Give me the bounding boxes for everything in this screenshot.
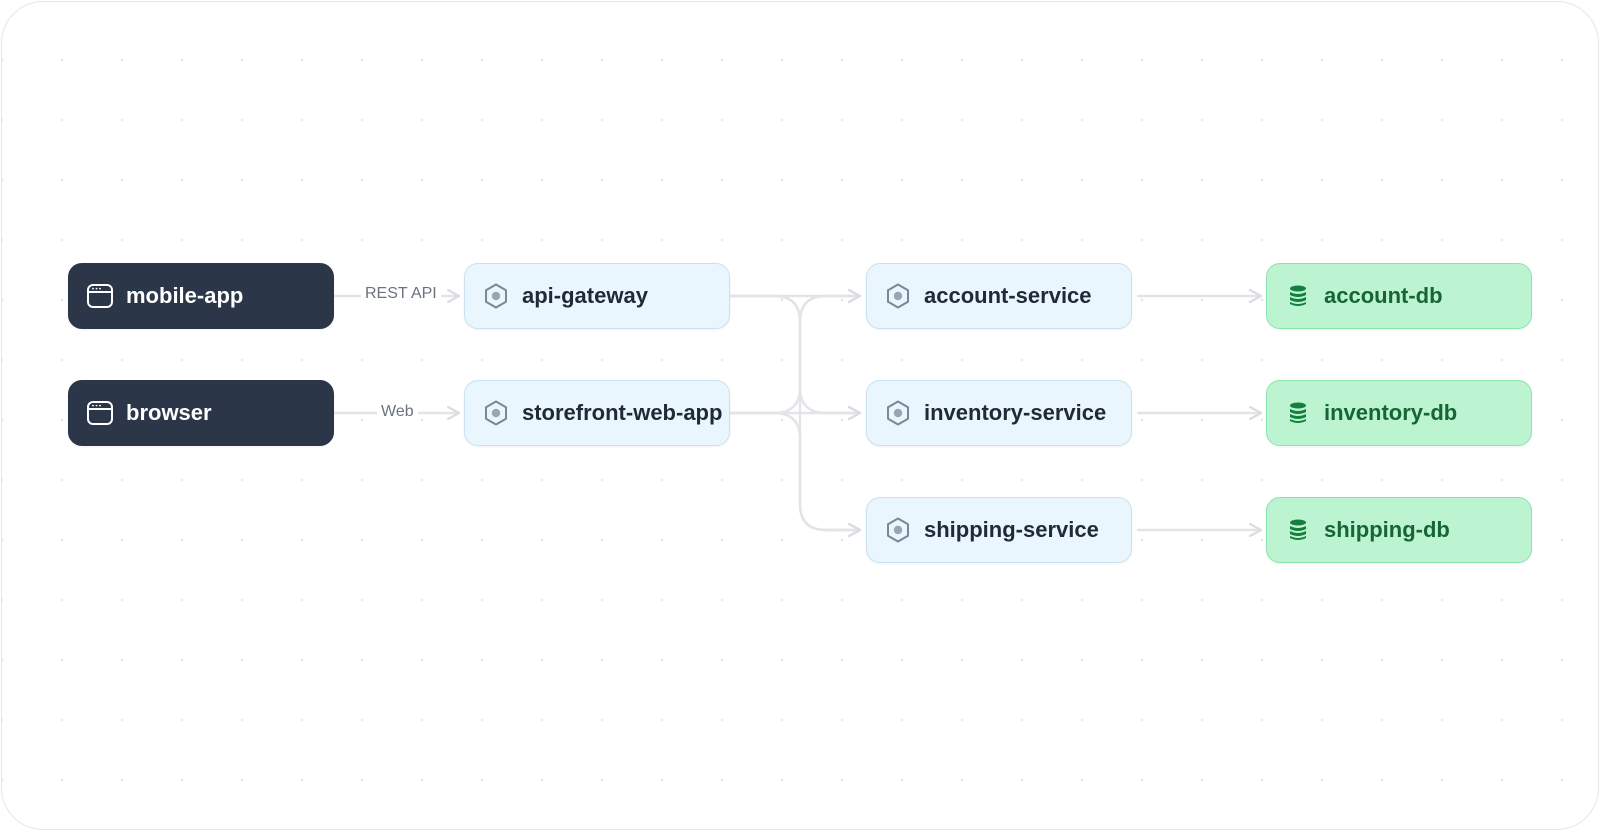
node-mobile-app[interactable]: mobile-app — [68, 263, 334, 329]
node-label: inventory-db — [1324, 400, 1458, 425]
node-shipping-db[interactable]: shipping-db — [1266, 497, 1532, 563]
node-label: shipping-service — [924, 517, 1099, 542]
node-storefront-web-app[interactable]: storefront-web-app — [464, 380, 730, 446]
database-icon — [1284, 282, 1312, 310]
edge-storefront-account-service[interactable] — [725, 288, 862, 415]
node-label: account-db — [1324, 283, 1443, 308]
edge-storefront-shipping-service[interactable] — [725, 411, 862, 538]
database-icon — [1284, 516, 1312, 544]
hexagon-service-icon — [884, 282, 912, 310]
node-label: shipping-db — [1324, 517, 1450, 542]
edge-api-gateway-inventory-service[interactable] — [725, 294, 862, 421]
node-label: storefront-web-app — [522, 400, 723, 425]
hexagon-service-icon — [482, 282, 510, 310]
database-icon — [1284, 399, 1312, 427]
node-shipping-service[interactable]: shipping-service — [866, 497, 1132, 563]
node-label: mobile-app — [126, 283, 244, 308]
node-account-db[interactable]: account-db — [1266, 263, 1532, 329]
edge-label-web: Web — [377, 402, 418, 422]
node-label: browser — [126, 400, 212, 425]
edge-label-rest-api: REST API — [361, 284, 441, 304]
node-api-gateway[interactable]: api-gateway — [464, 263, 730, 329]
hexagon-service-icon — [884, 399, 912, 427]
node-inventory-db[interactable]: inventory-db — [1266, 380, 1532, 446]
browser-window-icon — [86, 399, 114, 427]
node-label: api-gateway — [522, 283, 648, 308]
node-label: inventory-service — [924, 400, 1107, 425]
node-browser[interactable]: browser — [68, 380, 334, 446]
hexagon-service-icon — [482, 399, 510, 427]
node-account-service[interactable]: account-service — [866, 263, 1132, 329]
node-label: account-service — [924, 283, 1092, 308]
node-inventory-service[interactable]: inventory-service — [866, 380, 1132, 446]
hexagon-service-icon — [884, 516, 912, 544]
browser-window-icon — [86, 282, 114, 310]
